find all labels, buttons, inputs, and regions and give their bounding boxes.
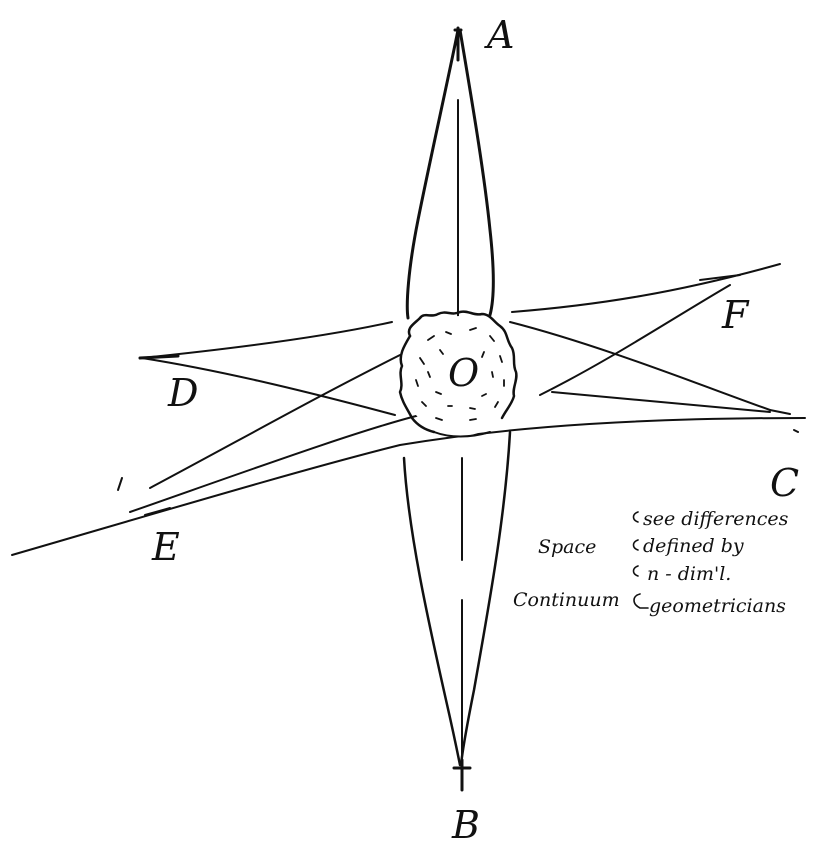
c-tip <box>769 409 791 415</box>
d-tip <box>138 354 180 360</box>
annotation-word-space: Space <box>538 536 596 558</box>
e-tip <box>144 507 171 516</box>
upper-spike-right <box>458 28 495 317</box>
ef-star-arm <box>11 263 806 556</box>
upper-spike-left <box>405 28 460 320</box>
annotation-braces <box>632 511 649 609</box>
stray-mark-left <box>117 477 123 491</box>
label-d: D <box>167 371 198 415</box>
label-c: C <box>770 461 799 505</box>
label-a: A <box>484 13 514 57</box>
bottom-tip <box>452 758 472 792</box>
d-arm-lower <box>141 357 396 416</box>
label-f: F <box>721 293 750 337</box>
annotation-line-1: see differences <box>643 508 789 530</box>
disk-outline-upper <box>407 310 518 420</box>
e-arm-lower <box>129 414 421 513</box>
d-arm-upper <box>141 321 393 359</box>
annotation-word-continuum: Continuum <box>513 589 620 611</box>
long-lower-line <box>11 417 806 556</box>
disk-outline-bottom <box>433 431 491 438</box>
annotation-line-3: n - dim'l. <box>647 563 731 585</box>
top-tip <box>453 26 463 62</box>
disk-outline-left <box>398 334 436 434</box>
vertical-star <box>402 26 512 792</box>
c-arm-lower <box>551 391 771 413</box>
disk-hatching <box>415 327 505 421</box>
label-e: E <box>151 525 180 569</box>
annotation: Space Continuum see differences defined … <box>513 508 789 617</box>
annotation-line-2: defined by <box>643 535 744 557</box>
f-arm-lower <box>539 284 731 396</box>
c-arm-upper <box>509 321 771 411</box>
f-tip <box>699 274 741 281</box>
e-arm-upper <box>149 354 401 489</box>
center-disk <box>398 310 518 438</box>
dc-star-arm <box>138 321 791 416</box>
lower-spike-left <box>402 456 462 767</box>
label-o: O <box>448 351 479 395</box>
stray-mark-right <box>793 429 799 433</box>
lower-spike-right <box>459 430 512 767</box>
label-b: B <box>451 803 480 847</box>
annotation-line-4: geometricians <box>649 595 786 617</box>
f-arm-upper <box>511 263 781 313</box>
